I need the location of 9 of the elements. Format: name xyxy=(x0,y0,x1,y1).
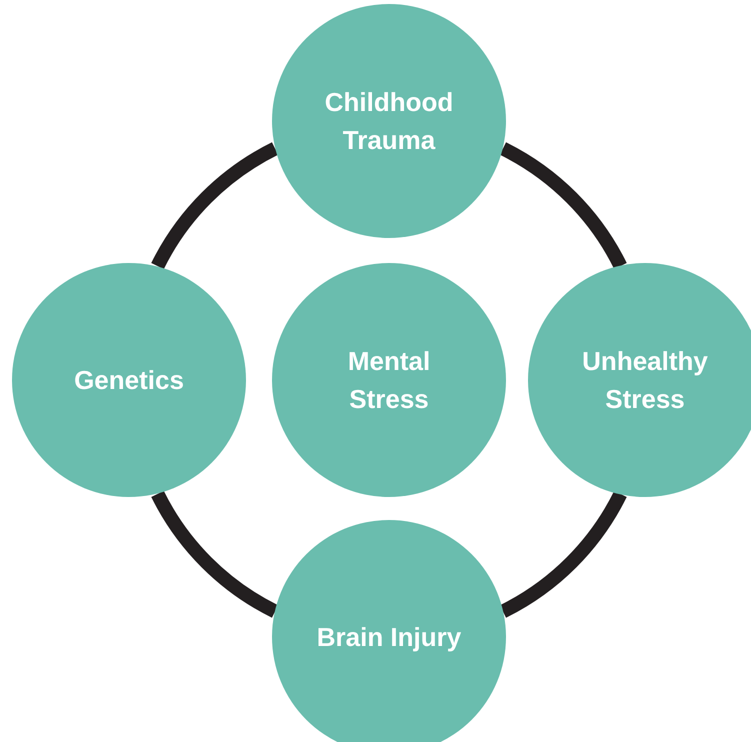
circle-label: Brain Injury xyxy=(316,621,462,654)
ring-arc-connector xyxy=(151,490,278,618)
circle-label: Unhealthy Stress xyxy=(581,345,709,416)
ring-arc-connector xyxy=(151,142,278,270)
ring-arc-connector xyxy=(500,142,627,270)
ring-arc-connector xyxy=(500,490,627,618)
circle-label: Childhood Trauma xyxy=(324,86,454,157)
circle-label: Genetics xyxy=(74,364,184,397)
circle-label: Mental Stress xyxy=(346,345,432,416)
